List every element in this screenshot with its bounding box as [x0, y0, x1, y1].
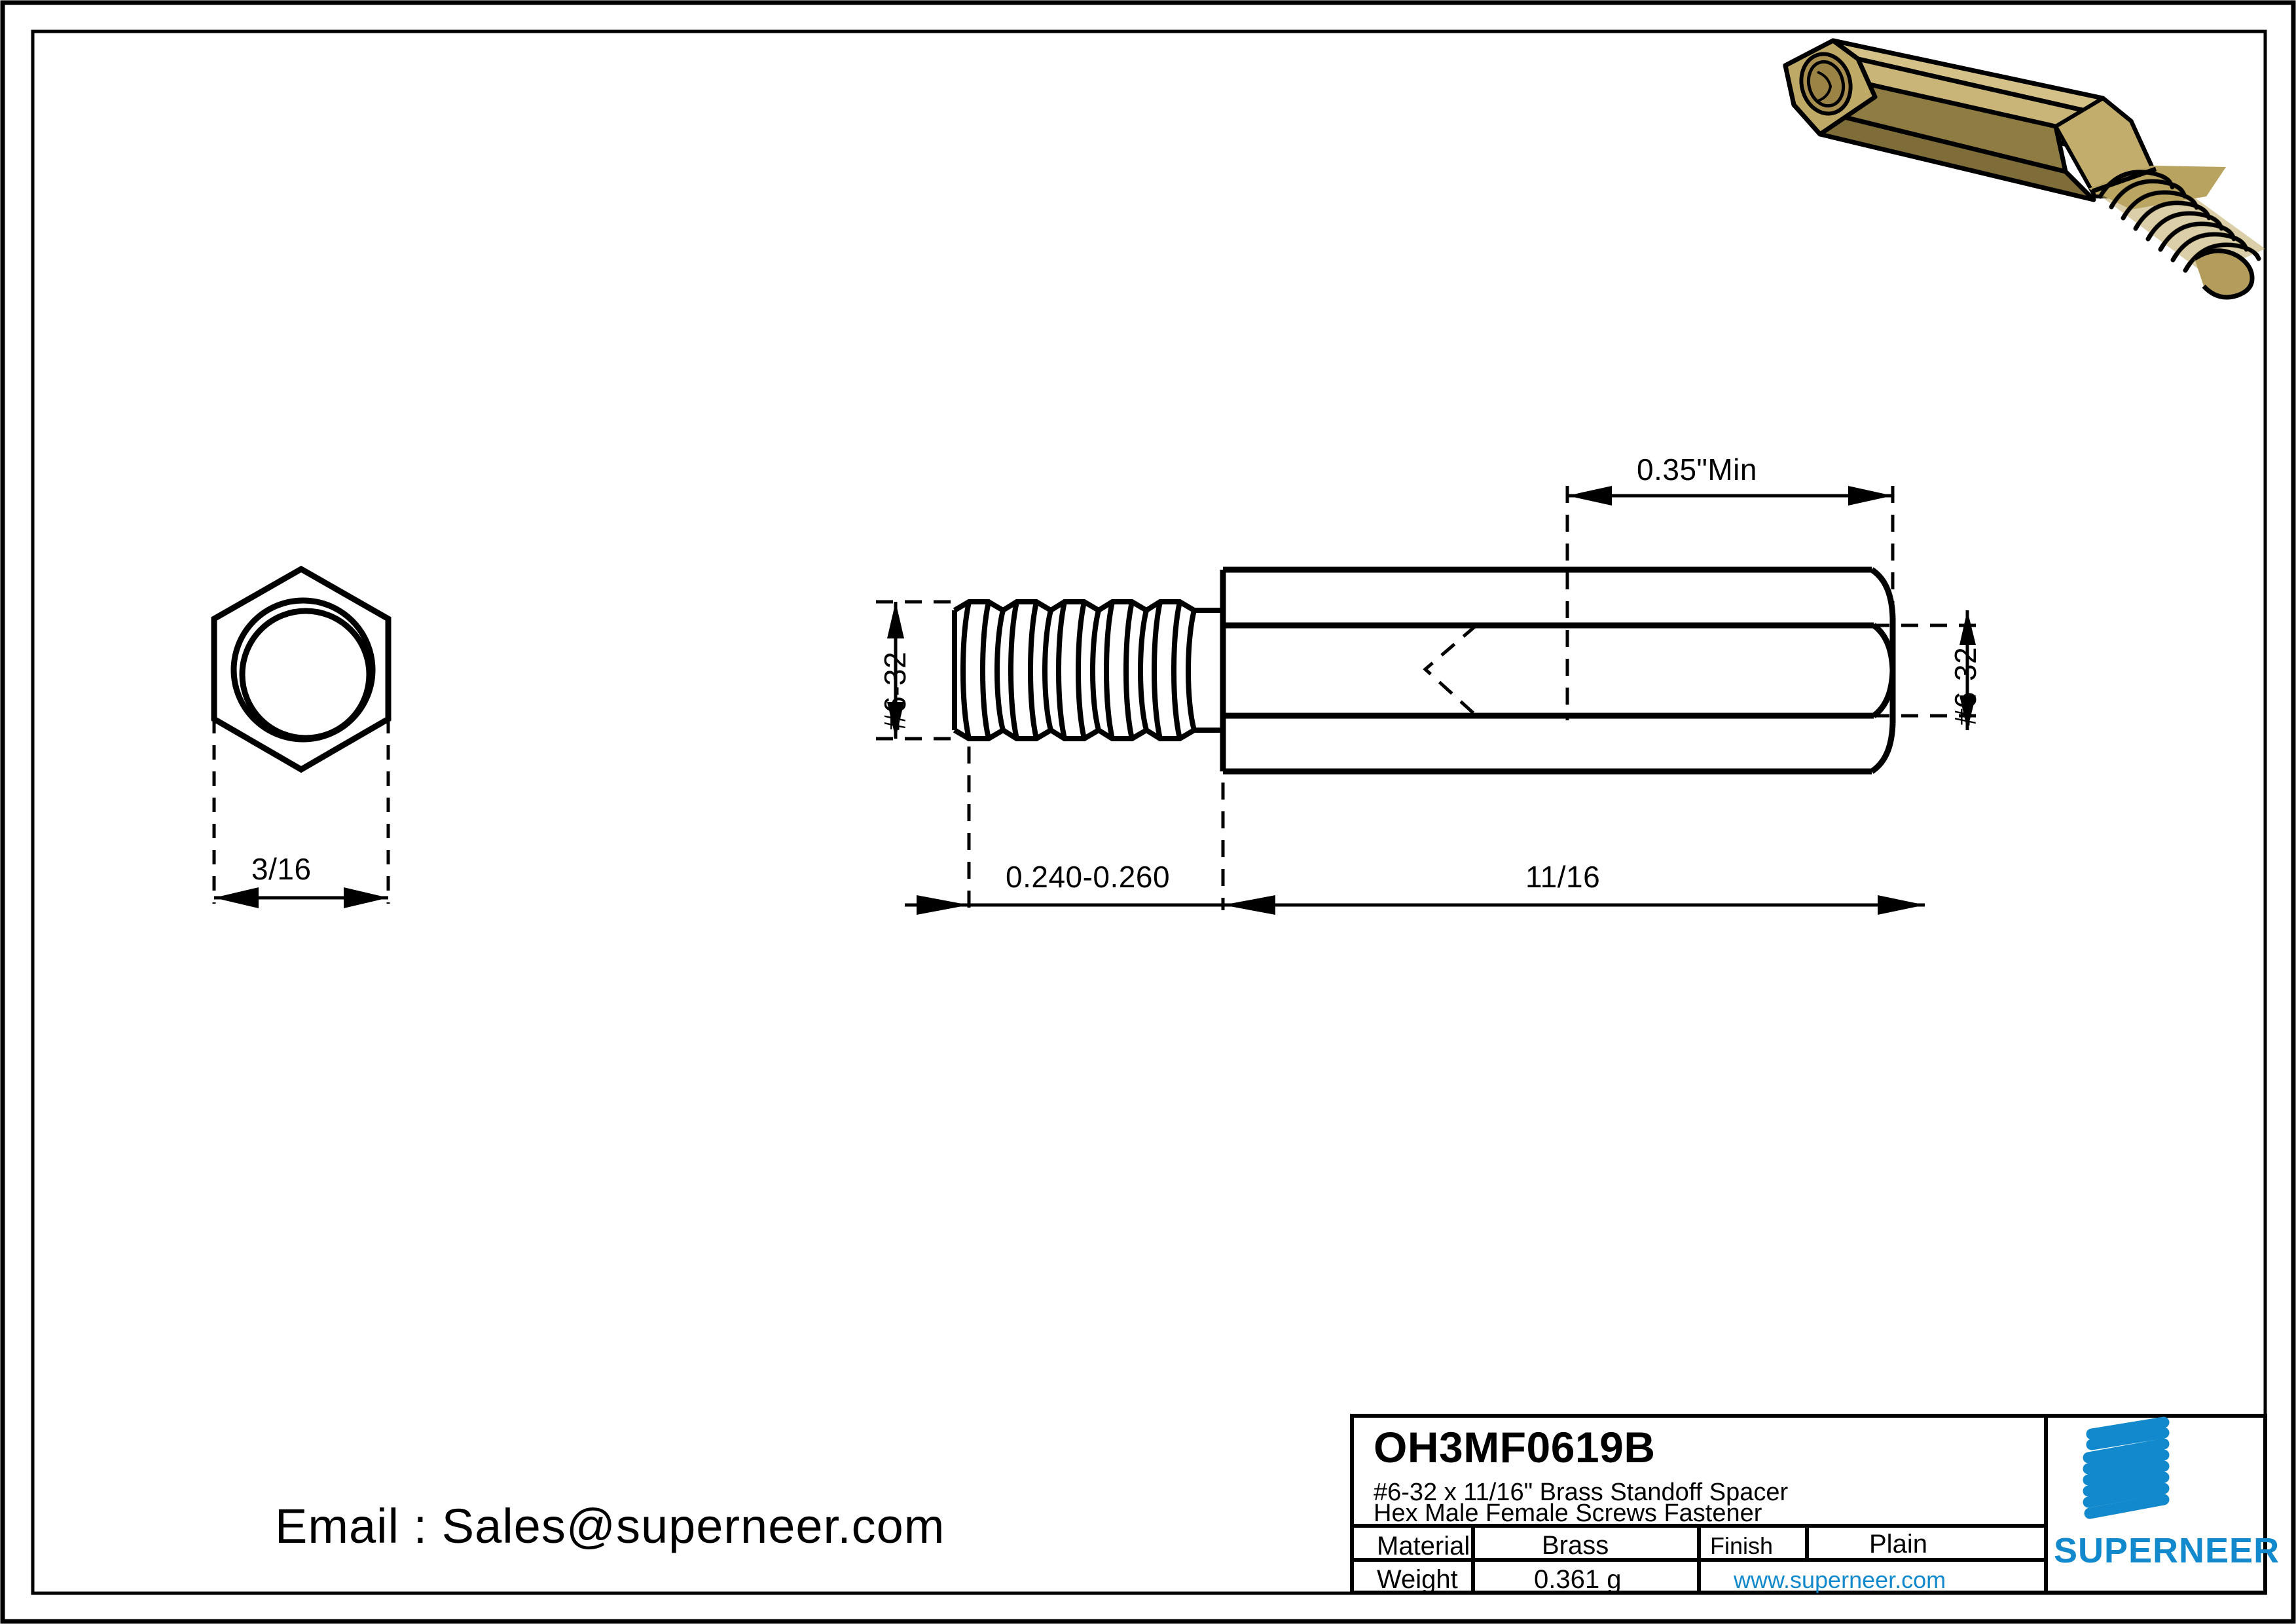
- iso-thread-tip: [2193, 248, 2255, 300]
- superneer-wordmark: SUPERNEER: [2054, 1531, 2280, 1570]
- male-thread-profile: [952, 599, 1197, 741]
- right-vdim-arrow-bottom: [1959, 695, 1976, 730]
- iso-thread-body: [2092, 169, 2265, 275]
- thread-runout-shoulder: [1194, 608, 1223, 733]
- material-label: Material: [1377, 1532, 1470, 1560]
- right-vdim-arrow-top: [1959, 610, 1976, 645]
- iso-bore-thread-hint: [1817, 71, 1832, 102]
- isometric-render-group: [1783, 38, 2265, 300]
- finish-label: Finish: [1710, 1532, 1774, 1559]
- male-thread-size-label: #6-32: [878, 651, 912, 730]
- hex-bore-inner-circle: [239, 608, 373, 741]
- finish-value: Plain: [1869, 1530, 1927, 1559]
- title-block-outer: [1350, 1414, 2267, 1595]
- thread-len-arrow-left: [917, 895, 969, 915]
- body-len-arrow-right: [1878, 895, 1925, 915]
- min-thread-depth-label: 0.35"Min: [1637, 452, 1757, 487]
- left-vdim-arrow-top: [887, 602, 904, 638]
- sheet-inner-frame: [31, 29, 2267, 1595]
- left-vdim-arrow-bottom: [887, 702, 904, 739]
- website-link[interactable]: www.superneer.com: [1734, 1566, 1946, 1593]
- side-view-group: [876, 486, 1984, 915]
- iso-thread-rings-overlay: [2098, 170, 2261, 272]
- body-length-label: 11/16: [1525, 860, 1601, 894]
- hex-outline: [211, 565, 392, 773]
- min-depth-arrow-left: [1567, 486, 1612, 506]
- iso-thread-crest-line: [2091, 166, 2157, 194]
- body-len-arrow-left: [1223, 895, 1275, 915]
- hidden-drill-point: [1423, 624, 1478, 717]
- min-depth-arrow-right: [1848, 486, 1893, 506]
- hex-front-view-group: [211, 565, 392, 908]
- title-block-frame: [1350, 1414, 2267, 1595]
- description-line-1: #6-32 x 11/16" Brass Standoff Spacer: [1374, 1479, 1789, 1506]
- material-value: Brass: [1542, 1531, 1609, 1560]
- hex-width-dimension-label: 3/16: [251, 852, 312, 886]
- female-thread-size-label: #6-32: [1948, 646, 1982, 726]
- thread-length-label: 0.240-0.260: [1006, 860, 1171, 894]
- weight-label: Weight: [1377, 1565, 1458, 1594]
- part-number-label: OH3MF0619B: [1374, 1423, 1656, 1471]
- hex-body-outline: [1220, 566, 1896, 775]
- description-line-2: Hex Male Female Screws Fastener: [1374, 1500, 1762, 1527]
- hex-dim-arrow-left: [214, 887, 259, 908]
- email-label: Email : Sales@superneer.com: [275, 1499, 945, 1553]
- weight-value: 0.361 g: [1534, 1565, 1622, 1594]
- hex-dim-arrow-right: [344, 887, 388, 908]
- superneer-logo-mark: [2083, 1416, 2170, 1519]
